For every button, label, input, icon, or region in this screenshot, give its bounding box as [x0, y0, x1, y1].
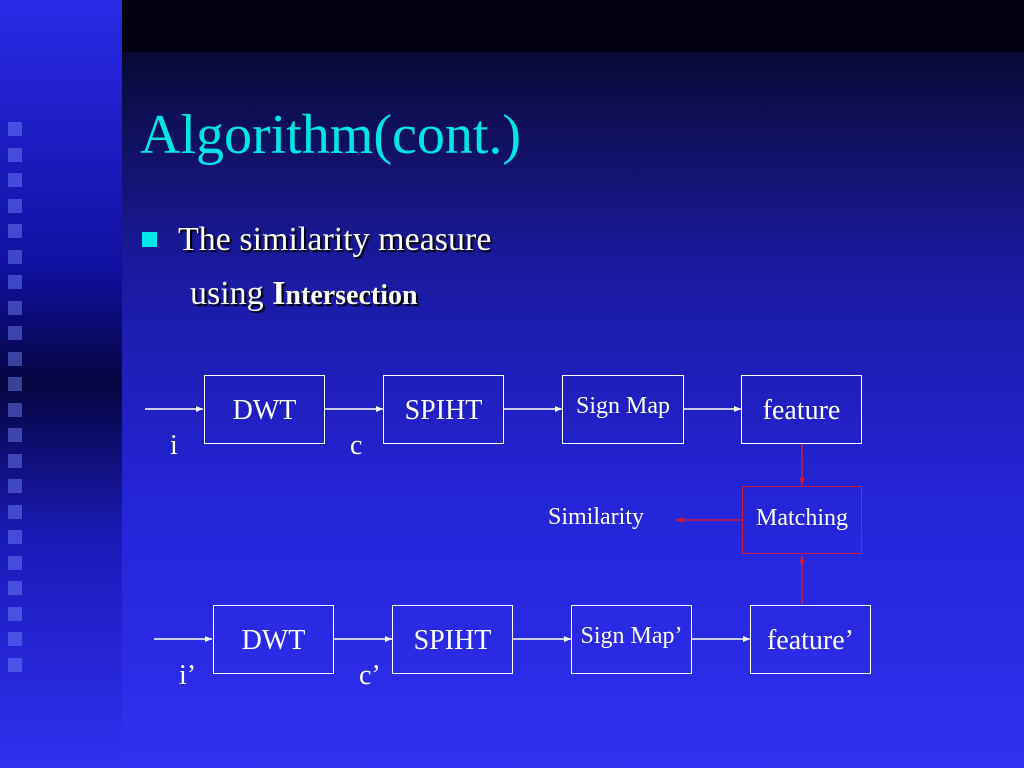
bullet-text-emphasis-rest: ntersection — [285, 280, 418, 311]
signmap-box-label: Sign Map — [575, 393, 670, 419]
decorative-square-column — [8, 122, 28, 683]
decorative-square — [8, 453, 22, 468]
dwt-box: DWT — [204, 375, 325, 444]
decorative-square — [8, 224, 22, 238]
decorative-square — [8, 173, 22, 187]
top-dark-band — [122, 0, 1024, 52]
bullet-text-emphasis-initial: I — [272, 275, 286, 312]
decorative-square — [8, 122, 22, 136]
decorative-square — [8, 326, 22, 340]
decorative-square — [8, 504, 22, 519]
bullet-text-line2: using Intersection — [190, 274, 418, 316]
decorative-square — [8, 377, 22, 391]
slide-title: Algorithm(cont.) — [140, 104, 522, 166]
dwt-box-2-label: DWT — [241, 625, 306, 656]
coefficient-label: c — [350, 430, 363, 461]
decorative-square — [8, 402, 22, 417]
input-label: i — [170, 430, 178, 461]
decorative-square — [8, 632, 22, 646]
decorative-square — [8, 530, 22, 544]
decorative-square — [8, 198, 22, 213]
decorative-square — [8, 300, 22, 315]
decorative-square — [8, 147, 22, 162]
feature-box-label: feature — [762, 395, 841, 426]
bullet-text-prefix: using — [190, 275, 273, 312]
decorative-square — [8, 428, 22, 442]
signmap-box: Sign Map — [562, 375, 684, 444]
coefficient-label-2: c’ — [359, 660, 381, 691]
signmap-box-2-label: Sign Map’ — [580, 623, 683, 649]
dwt-box-label: DWT — [232, 395, 297, 426]
matching-box-label: Matching — [756, 505, 848, 531]
decorative-square — [8, 606, 22, 621]
decorative-square — [8, 351, 22, 366]
spiht-box-2-label: SPIHT — [413, 625, 492, 656]
input-label-2: i’ — [179, 660, 197, 691]
decorative-square — [8, 249, 22, 264]
decorative-square — [8, 657, 22, 672]
left-decorative-strip — [0, 0, 122, 768]
decorative-square — [8, 275, 22, 289]
signmap-box-2: Sign Map’ — [571, 605, 692, 674]
bullet-square-icon — [142, 232, 157, 247]
similarity-label: Similarity — [548, 504, 644, 530]
dwt-box-2: DWT — [213, 605, 334, 674]
decorative-square — [8, 479, 22, 493]
spiht-box-2: SPIHT — [392, 605, 513, 674]
bullet-text-emphasis: Intersection — [272, 275, 418, 312]
feature-box-2-label: feature’ — [766, 625, 855, 656]
feature-box-2: feature’ — [750, 605, 871, 674]
spiht-box: SPIHT — [383, 375, 504, 444]
matching-box: Matching — [742, 486, 862, 554]
decorative-square — [8, 581, 22, 595]
spiht-box-label: SPIHT — [404, 395, 483, 426]
bullet-text-line1: The similarity measure — [178, 221, 492, 258]
feature-box: feature — [741, 375, 862, 444]
decorative-square — [8, 555, 22, 570]
